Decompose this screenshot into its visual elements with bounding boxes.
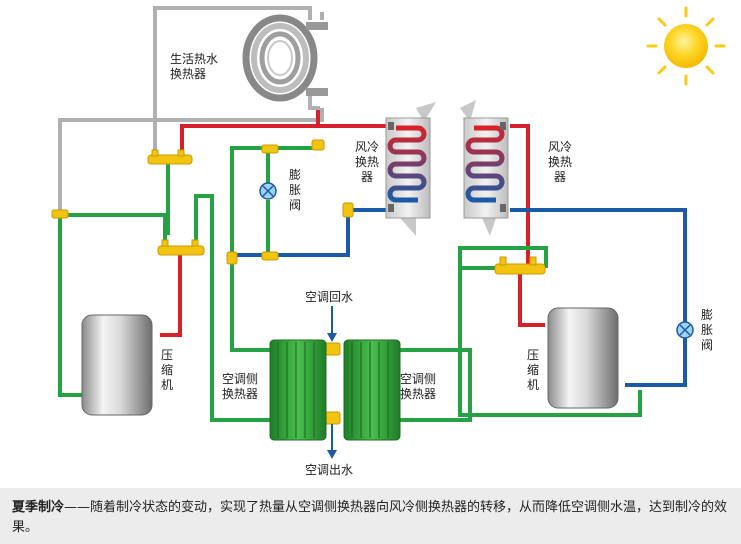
return-water-arrow-icon — [327, 306, 337, 342]
air-heat-exchanger-left — [385, 102, 436, 236]
caption-title: 夏季制冷 — [12, 500, 65, 515]
caption-text-block: 夏季制冷——随着制冷状态的变动，实现了热量从空调侧换热器向风冷侧换热器的转移，从… — [12, 498, 732, 538]
domestic-hot-water-hx-label: 生活热水换热器 — [170, 52, 219, 81]
return-water-label: 空调回水 — [305, 290, 354, 304]
pipe-fittings — [51, 139, 546, 425]
ac-hx-left-label: 空调侧换热器 — [222, 372, 259, 401]
air-hx-right-label: 风冷换热器 — [547, 140, 572, 184]
domestic-hot-water-coil — [242, 14, 328, 102]
sun-icon — [646, 6, 726, 86]
compressor-right — [547, 307, 619, 409]
expansion-valve-left-label: 膨胀阀 — [288, 168, 301, 212]
ac-hx-right-label: 空调侧换热器 — [400, 372, 437, 401]
caption-panel: 夏季制冷——随着制冷状态的变动，实现了热量从空调侧换热器向风冷侧换热器的转移，从… — [0, 488, 741, 544]
compressor-right-label: 压缩机 — [526, 348, 539, 392]
outlet-water-arrow-icon — [327, 424, 337, 459]
heat-pump-diagram — [51, 6, 726, 459]
compressor-left-label: 压缩机 — [160, 348, 173, 392]
ac-plate-heat-exchanger-right — [343, 339, 401, 441]
outlet-water-label: 空调出水 — [305, 463, 354, 477]
caption-dash: —— — [64, 500, 91, 515]
expansion-valve-right-icon — [676, 321, 694, 339]
air-heat-exchanger-right — [460, 100, 509, 236]
air-hx-left-label: 风冷换热器 — [354, 140, 379, 184]
grey-pipes — [58, 6, 324, 215]
hot-gas-pipes — [160, 110, 545, 337]
expansion-valve-right-label: 膨胀阀 — [700, 308, 713, 352]
expansion-valve-left-icon — [259, 182, 277, 200]
compressor-left — [81, 314, 153, 416]
ac-plate-heat-exchanger-left — [269, 339, 327, 441]
caption-body: 随着制冷状态的变动，实现了热量从空调侧换热器向风冷侧换热器的转移，从而降低空调侧… — [12, 500, 728, 535]
